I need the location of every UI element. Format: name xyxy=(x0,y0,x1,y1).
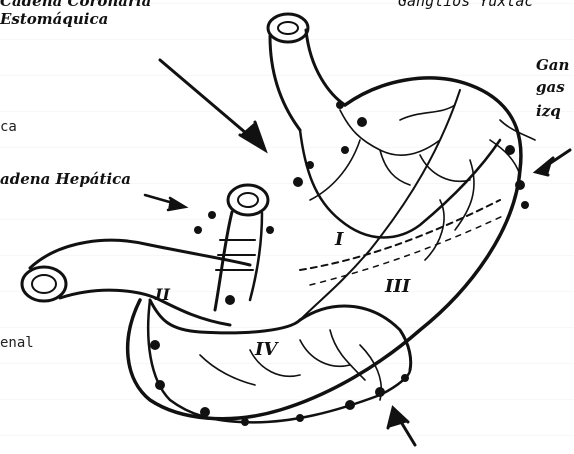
stomach-body xyxy=(128,78,521,419)
arrow-hepatic-icon xyxy=(145,195,185,210)
lymph-nodes xyxy=(150,101,529,426)
esophagus xyxy=(268,14,345,130)
left-gastric-label-line1: Gan xyxy=(536,58,569,73)
lower-chain xyxy=(148,300,410,422)
arrow-top-icon xyxy=(160,60,265,150)
coronary-chain-label-line2: Estomáquica xyxy=(0,12,108,27)
hepatic-chain-label: adena Hepática xyxy=(0,172,131,187)
fragment-enal-text: enal xyxy=(0,336,34,350)
coronary-chain-label-line1: Cadena Coronaria xyxy=(0,0,151,9)
arrow-left-gastric-icon xyxy=(536,150,570,175)
arrow-bottom-icon xyxy=(388,408,415,445)
region-2-label: II xyxy=(154,285,170,304)
hepatic-vessel xyxy=(215,185,268,310)
fragment-ca-text: ca xyxy=(0,120,17,134)
left-gastric-label-line2: gas xyxy=(536,80,565,95)
left-gastric-label-line3: izq xyxy=(536,104,561,119)
juxta-ganglia-label: Ganglios Yuxtac xyxy=(398,0,533,9)
region-3-label: III xyxy=(384,276,411,297)
region-1-label: I xyxy=(334,229,344,250)
region-4-label: IV xyxy=(254,339,279,360)
